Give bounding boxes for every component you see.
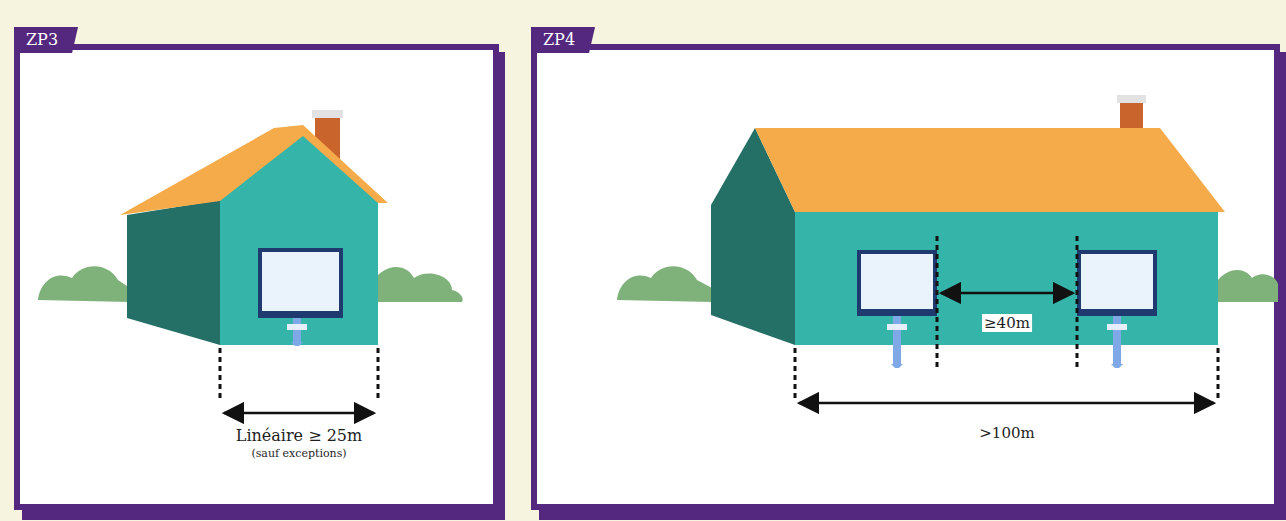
- zone-tab: ZP3: [14, 27, 78, 53]
- dimension-label: (sauf exceptions): [249, 447, 348, 460]
- panel: [534, 47, 1277, 507]
- dimension-label: ≥40m: [982, 314, 1032, 332]
- house-zp4: [617, 95, 1278, 403]
- house-zp3: [38, 110, 463, 413]
- zone-label: ZP3: [26, 30, 58, 50]
- zone-label: ZP4: [543, 30, 575, 50]
- dimension-label: >100m: [977, 424, 1036, 442]
- dimension-label: Linéaire ≥ 25m: [234, 426, 364, 445]
- panel: [17, 47, 496, 507]
- zone-tab: ZP4: [531, 27, 595, 53]
